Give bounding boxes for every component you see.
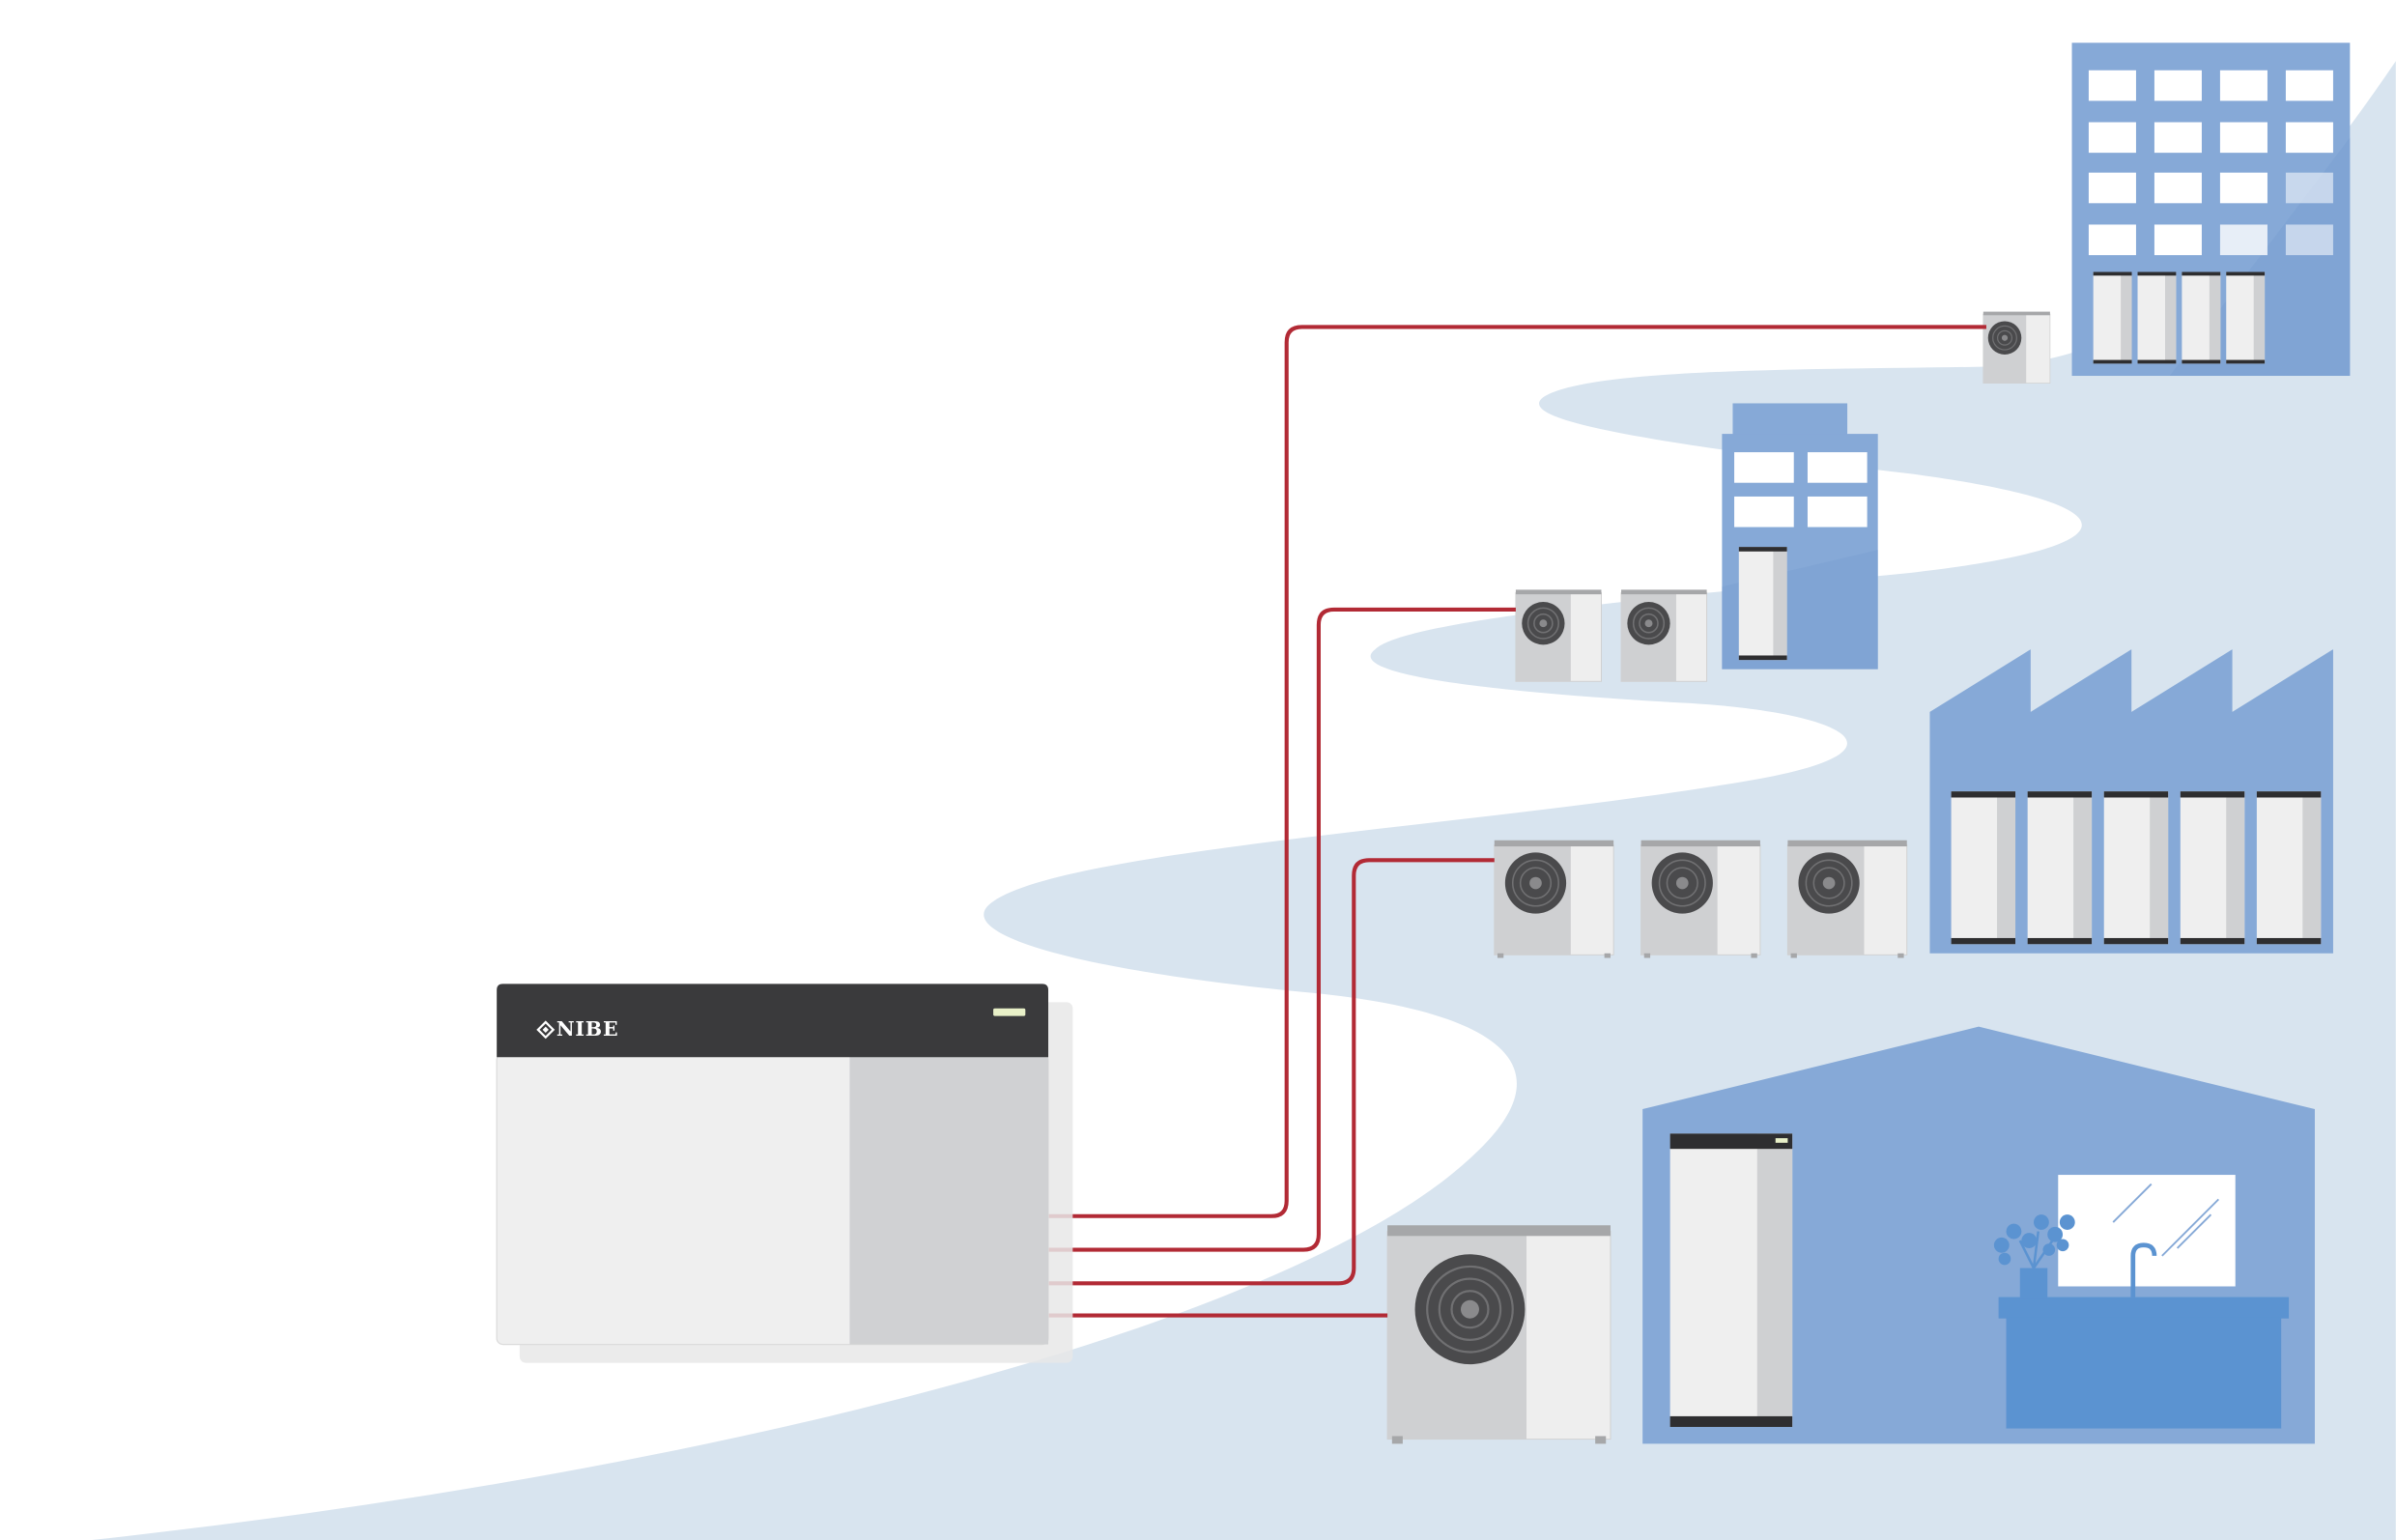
pipe-to-apartment — [1048, 607, 1516, 1252]
faucet-icon — [2130, 1242, 2157, 1298]
outdoor-unit-factory-1 — [1493, 839, 1614, 959]
factory-indoor-cabinets — [1951, 791, 2322, 945]
apartment-building — [1722, 403, 1878, 670]
kitchen-counter — [1998, 1297, 2290, 1429]
outdoor-unit-apartment-2 — [1620, 588, 1708, 683]
house-window — [2058, 1175, 2236, 1287]
outdoor-unit-tower — [1982, 310, 2051, 385]
office-tower — [2071, 43, 2351, 377]
nibe-diamond-icon — [536, 1020, 556, 1040]
office-windows — [2088, 70, 2333, 256]
outdoor-unit-factory-3 — [1786, 839, 1908, 959]
flower-icon — [1993, 1214, 2075, 1299]
outdoor-unit-apartment-1 — [1515, 588, 1603, 683]
pipe-to-tower — [1048, 325, 1986, 1218]
house-indoor-cabinet — [1669, 1133, 1793, 1427]
pipe-to-factory — [1048, 858, 1495, 1286]
outdoor-unit-house — [1386, 1225, 1612, 1444]
refrigerant-pipes — [1048, 325, 1986, 1318]
house-building — [1642, 1026, 2315, 1444]
nibe-controller-unit: NIBE — [496, 984, 1073, 1363]
outdoor-unit-factory-2 — [1640, 839, 1761, 959]
brand-logo: NIBE — [556, 1017, 619, 1041]
factory-building — [1929, 649, 2333, 954]
indicator-light — [993, 1008, 1026, 1016]
